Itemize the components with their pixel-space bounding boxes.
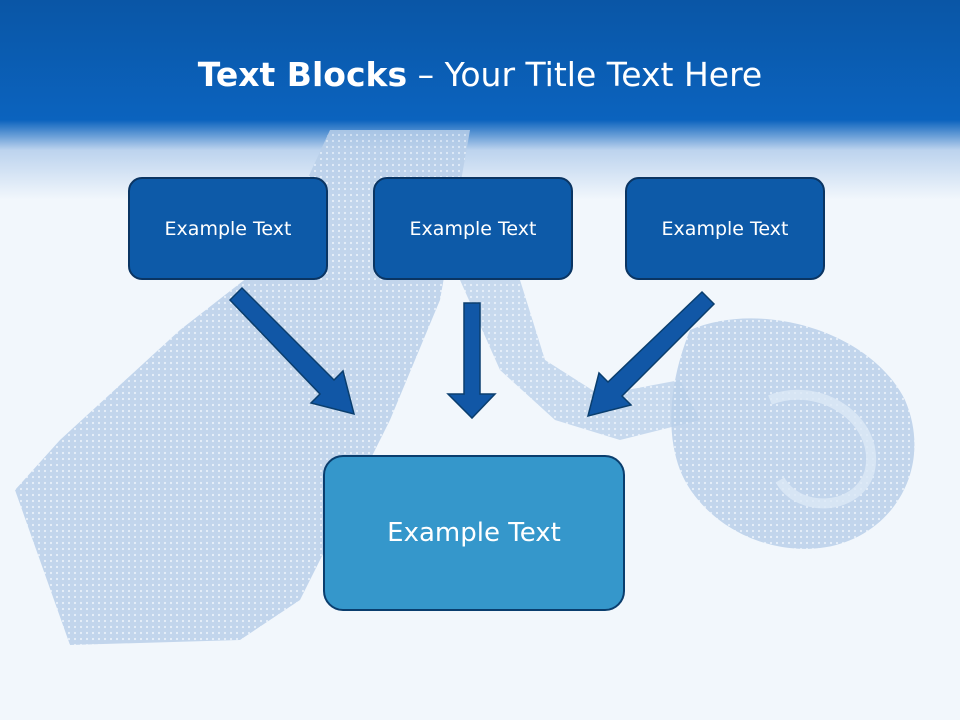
slide-title: Text Blocks – Your Title Text Here (0, 52, 960, 98)
title-bold-part: Text Blocks (197, 55, 408, 94)
text-block-middle-label: Example Text (409, 217, 537, 240)
text-block-right-label: Example Text (661, 217, 789, 240)
arrow-right-to-center (586, 290, 716, 418)
title-rest-part: Your Title Text Here (444, 55, 763, 94)
tie-neck-shape (460, 280, 700, 440)
arrow-left-to-center (228, 286, 356, 416)
arrow-middle-to-center (446, 302, 497, 420)
text-block-left[interactable]: Example Text (128, 177, 328, 280)
text-block-center[interactable]: Example Text (323, 455, 625, 611)
header-band (0, 0, 960, 200)
tie-blade-shape (15, 130, 470, 645)
text-block-left-label: Example Text (164, 217, 292, 240)
text-block-center-label: Example Text (387, 518, 561, 548)
text-block-right[interactable]: Example Text (625, 177, 825, 280)
text-block-middle[interactable]: Example Text (373, 177, 573, 280)
title-dash: – (417, 55, 435, 94)
